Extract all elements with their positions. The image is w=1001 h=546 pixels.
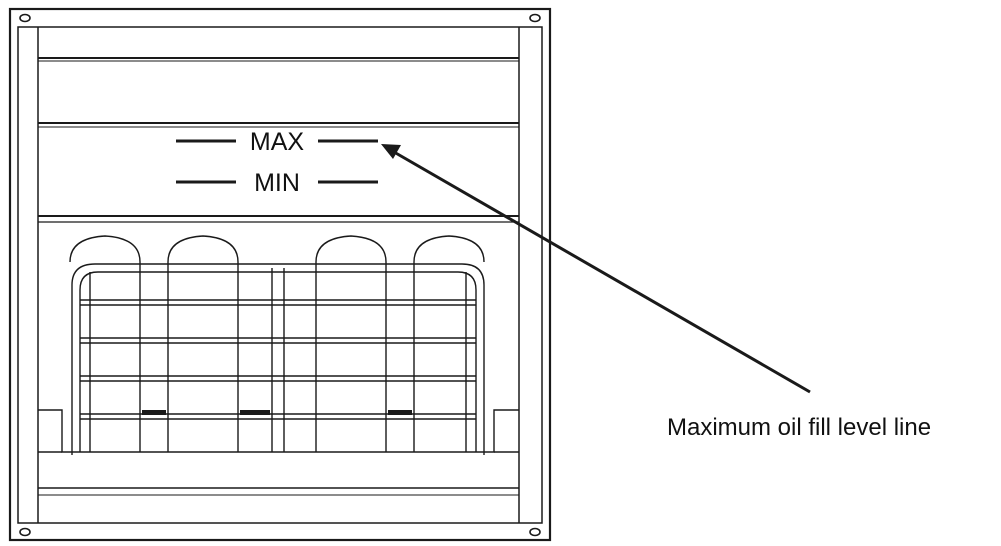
- callout-label: Maximum oil fill level line: [667, 414, 931, 441]
- mounting-hole-bottom-left: [19, 527, 31, 537]
- max-level-mark: MAX: [176, 128, 378, 156]
- mounting-hole-top-right: [529, 13, 541, 23]
- reservoir-housing: [8, 7, 552, 542]
- max-label: MAX: [250, 128, 305, 156]
- outer-frame: [8, 7, 552, 542]
- callout-arrow: [381, 144, 811, 394]
- min-level-mark: MIN: [176, 169, 378, 197]
- filter-basket: [38, 235, 519, 455]
- mounting-hole-top-left: [19, 13, 31, 23]
- inner-frame: [17, 26, 543, 524]
- mounting-hole-bottom-right: [529, 527, 541, 537]
- min-label: MIN: [254, 169, 300, 197]
